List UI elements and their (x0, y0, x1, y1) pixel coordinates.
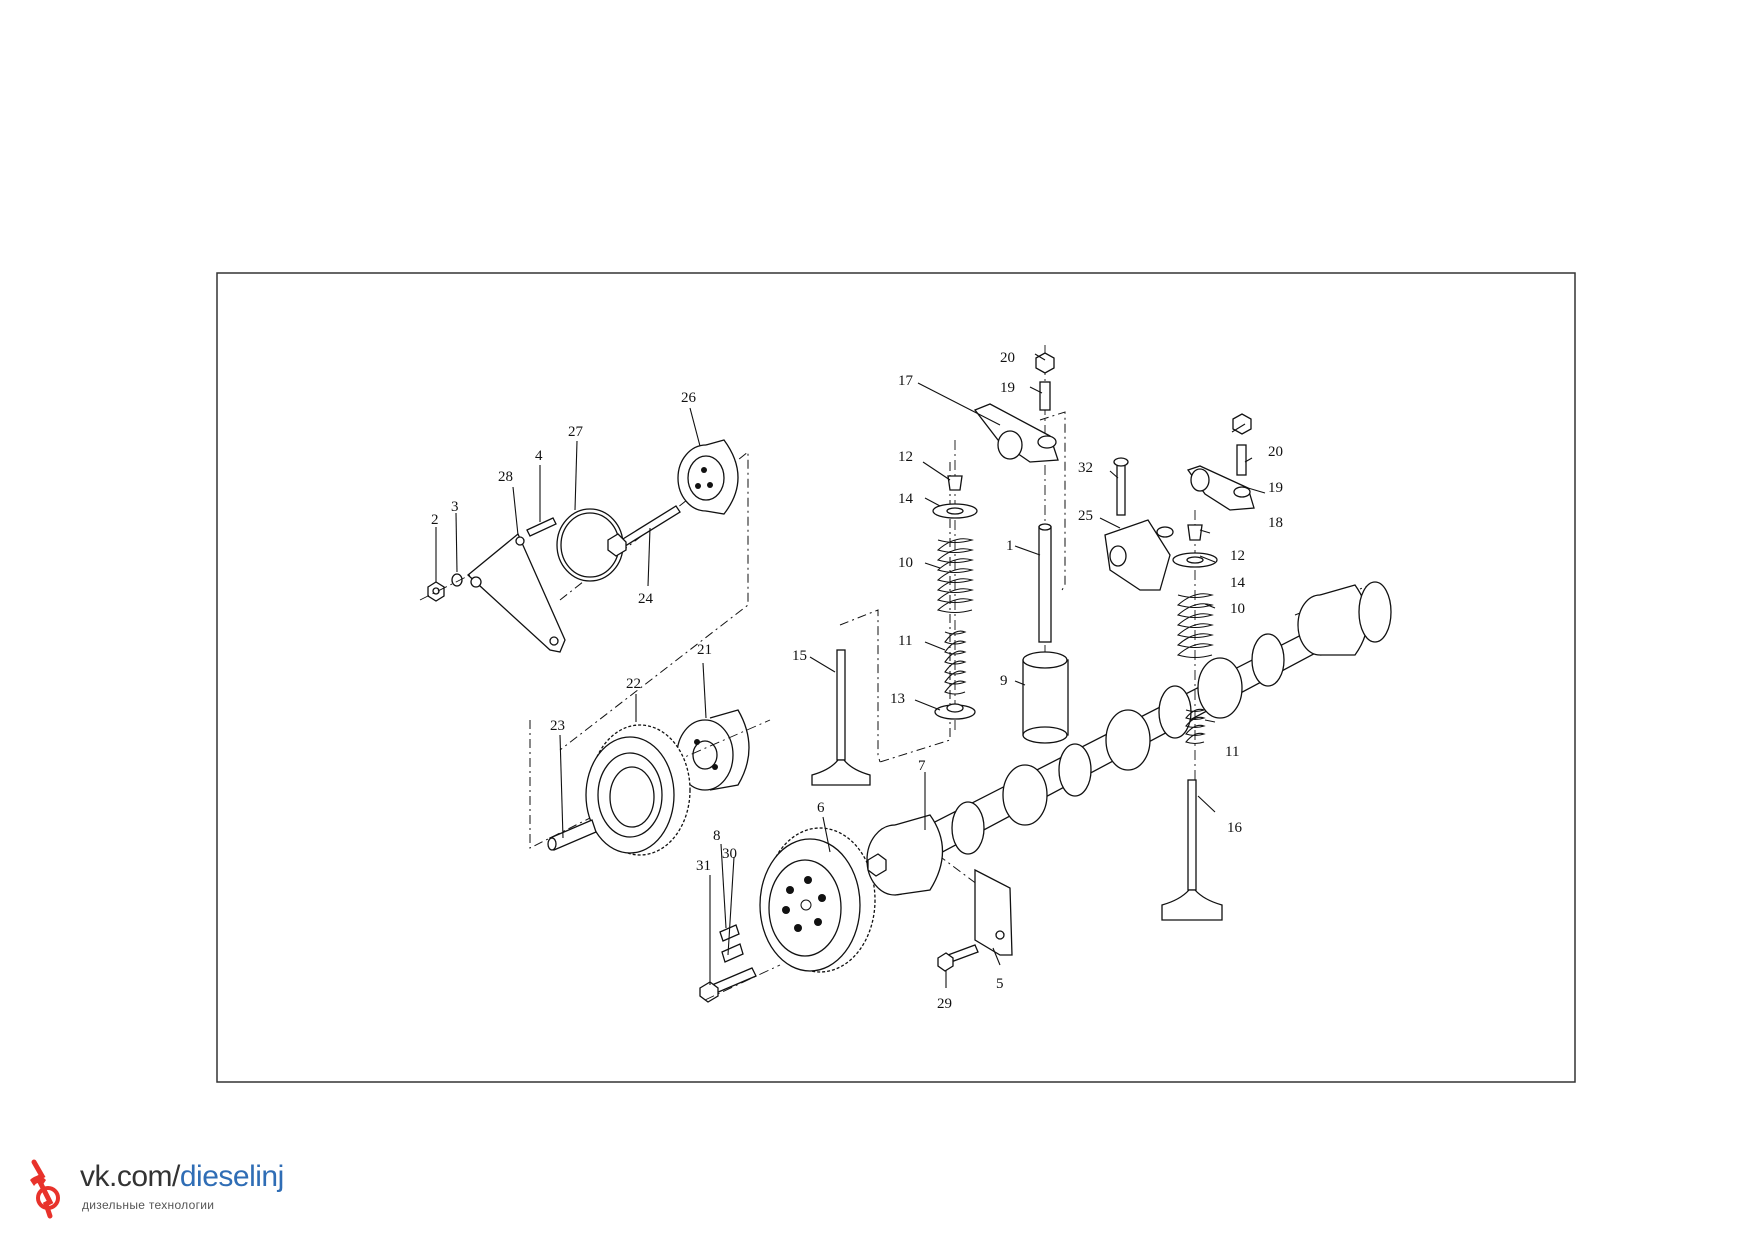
callout-11-right: 11 (1225, 744, 1239, 760)
callout-19-left: 19 (1000, 380, 1015, 396)
callout-21: 21 (697, 642, 712, 658)
part-19-adjusting-screw-left (1039, 381, 1051, 411)
part-27-o-ring (556, 508, 624, 582)
part-31-bolt (699, 967, 757, 1003)
part-26-thrust-disc (677, 439, 739, 515)
callout-18: 18 (1268, 515, 1283, 531)
part-6-camshaft-gear (759, 827, 876, 973)
callout-20-right: 20 (1268, 444, 1283, 460)
drawing-frame (216, 272, 1576, 1083)
callout-26: 26 (681, 390, 697, 406)
callout-4: 4 (535, 448, 543, 464)
leader-lines (435, 353, 1266, 988)
part-1-push-rod (1038, 523, 1052, 643)
callout-16: 16 (1227, 820, 1243, 836)
callout-10-right: 10 (1230, 601, 1245, 617)
part-12-valve-key-left (947, 475, 963, 491)
part-19-adjusting-screw-right (1236, 444, 1247, 476)
part-12-valve-key-right (1187, 524, 1203, 541)
callout-12-right: 12 (1230, 548, 1245, 564)
part-16-exhaust-valve (1161, 779, 1223, 921)
part-23-shaft (547, 819, 597, 851)
part-28-cover-plate (467, 532, 566, 653)
part-20-locknut-right (1232, 413, 1252, 435)
callout-2: 2 (431, 512, 439, 528)
callout-15: 15 (792, 648, 807, 664)
callout-30: 30 (722, 846, 737, 862)
injector-logo-icon (30, 1159, 60, 1219)
part-15-intake-valve (811, 649, 871, 786)
callout-6: 6 (817, 800, 825, 816)
part-18-rocker-arm-right (1186, 465, 1255, 511)
callout-25: 25 (1078, 508, 1093, 524)
callout-11-left: 11 (898, 633, 912, 649)
callout-8: 8 (713, 828, 721, 844)
callout-23: 23 (550, 718, 565, 734)
part-14-spring-retainer-right (1172, 552, 1218, 568)
part-29-bolt (937, 944, 979, 972)
part-4-stud (526, 517, 557, 537)
callout-20-left: 20 (1000, 350, 1015, 366)
part-14-spring-retainer-left (932, 503, 978, 519)
part-7-camshaft (866, 581, 1392, 896)
callout-14-left: 14 (898, 491, 914, 507)
part-9-tappet (1022, 651, 1069, 744)
callout-32: 32 (1078, 460, 1093, 476)
callout-3: 3 (451, 499, 459, 515)
part-2-nut (427, 581, 445, 602)
part-20-locknut-left (1035, 352, 1055, 374)
callout-24: 24 (638, 591, 654, 607)
part-10-outer-spring-left (936, 538, 974, 614)
part-32-bolt (1113, 457, 1129, 516)
part-8-dowel (721, 943, 744, 963)
callout-5: 5 (996, 976, 1004, 992)
callout-14-right: 14 (1230, 575, 1246, 591)
watermark-url[interactable]: vk.com/dieselinj (80, 1160, 284, 1194)
callout-28: 28 (498, 469, 513, 485)
part-5-thrust-plate (974, 868, 1013, 956)
callouts: 20 19 17 12 14 10 11 13 1 9 15 7 20 19 1… (431, 350, 1283, 1012)
part-21-hub (676, 709, 750, 791)
watermark-url-name: dieselinj (179, 1160, 284, 1193)
callout-12-left: 12 (898, 449, 913, 465)
watermark-subtitle: дизельные технологии (82, 1198, 215, 1212)
part-24-bolt (607, 505, 681, 557)
part-22-idler-gear (585, 724, 691, 856)
watermark: vk.com/dieselinj дизельные технологии (20, 1158, 320, 1228)
callout-22: 22 (626, 676, 641, 692)
callout-27: 27 (568, 424, 584, 440)
part-10-outer-spring-right (1176, 593, 1214, 659)
part-11-inner-spring-left (944, 630, 967, 695)
callout-9: 9 (1000, 673, 1008, 689)
part-11-inner-spring-right (1185, 708, 1206, 745)
part-25-rocker-bracket (1104, 519, 1174, 591)
callout-31: 31 (696, 858, 711, 874)
callout-17: 17 (898, 373, 914, 389)
callout-13: 13 (890, 691, 905, 707)
part-17-rocker-arm (973, 403, 1059, 463)
part-13-spring-seat (934, 703, 976, 720)
callout-7: 7 (918, 758, 926, 774)
part-3-washer (451, 573, 463, 587)
callout-19-right: 19 (1268, 480, 1283, 496)
watermark-url-prefix: vk.com/ (80, 1160, 180, 1193)
callout-1: 1 (1006, 538, 1014, 554)
callout-29: 29 (937, 996, 952, 1012)
callout-10-left: 10 (898, 555, 913, 571)
